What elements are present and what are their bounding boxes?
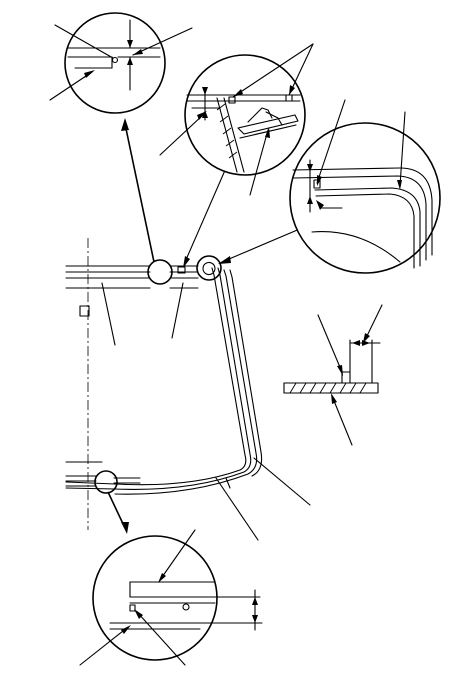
detail-circle-right — [289, 99, 441, 274]
top-rail — [65, 265, 199, 289]
detail-circle-top-left — [49, 12, 193, 114]
main-panel-view — [65, 238, 311, 541]
callout-circle-a — [147, 259, 173, 285]
leader-main-3 — [253, 457, 311, 506]
leader-main-4 — [215, 477, 259, 541]
callout-circle-c — [94, 470, 118, 494]
detail-link-arrows — [107, 118, 303, 534]
edge-mark — [225, 477, 231, 489]
detail-circle-top-middle — [159, 43, 314, 196]
leader-main-2 — [171, 282, 184, 339]
section-view-right — [283, 304, 383, 446]
detail-circle-bottom — [79, 529, 263, 666]
leader-main-1 — [101, 282, 116, 346]
callout-circle-b — [196, 255, 222, 281]
bottom-rail — [65, 475, 141, 487]
fastener-mark — [79, 305, 90, 317]
side-frame — [65, 267, 263, 495]
slot-feature — [177, 266, 186, 274]
